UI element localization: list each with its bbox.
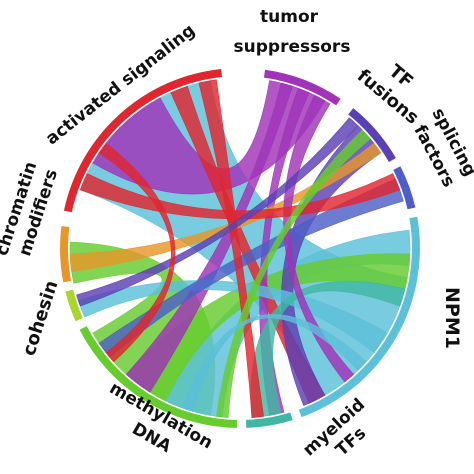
arc-tumor xyxy=(263,69,341,106)
label-tf-fusions: TF fusions xyxy=(353,47,438,129)
label-npm1: NPM1 xyxy=(441,287,463,349)
ribbon-tumor xyxy=(283,94,355,383)
ribbon-activated xyxy=(98,142,176,363)
label-myeloid-tfs: myeloid TFs xyxy=(299,391,388,474)
label-chromatin-modifiers: chromatin modifiers xyxy=(0,154,64,265)
ribbon-npm1 xyxy=(77,280,388,354)
ribbon-tf xyxy=(76,117,359,307)
arc-npm1 xyxy=(298,216,420,418)
arc-splicing xyxy=(393,166,416,210)
ribbon-tumor xyxy=(259,87,310,416)
arc-activated xyxy=(63,68,223,213)
arc-cohesin xyxy=(65,289,83,322)
segment-arc-layer xyxy=(60,68,420,428)
ribbon-npm1 xyxy=(181,314,367,412)
arc-chromatin xyxy=(60,226,72,283)
arc-myeloid xyxy=(246,412,293,428)
arc-tf xyxy=(348,108,396,162)
label-tumor-suppressors: tumor suppressors xyxy=(234,7,351,57)
label-cohesin: cohesin xyxy=(18,278,62,358)
arc-dna xyxy=(79,326,237,428)
ribbon-activated xyxy=(198,79,264,418)
ribbon-dna xyxy=(216,129,371,418)
ribbon-layer xyxy=(69,79,411,418)
